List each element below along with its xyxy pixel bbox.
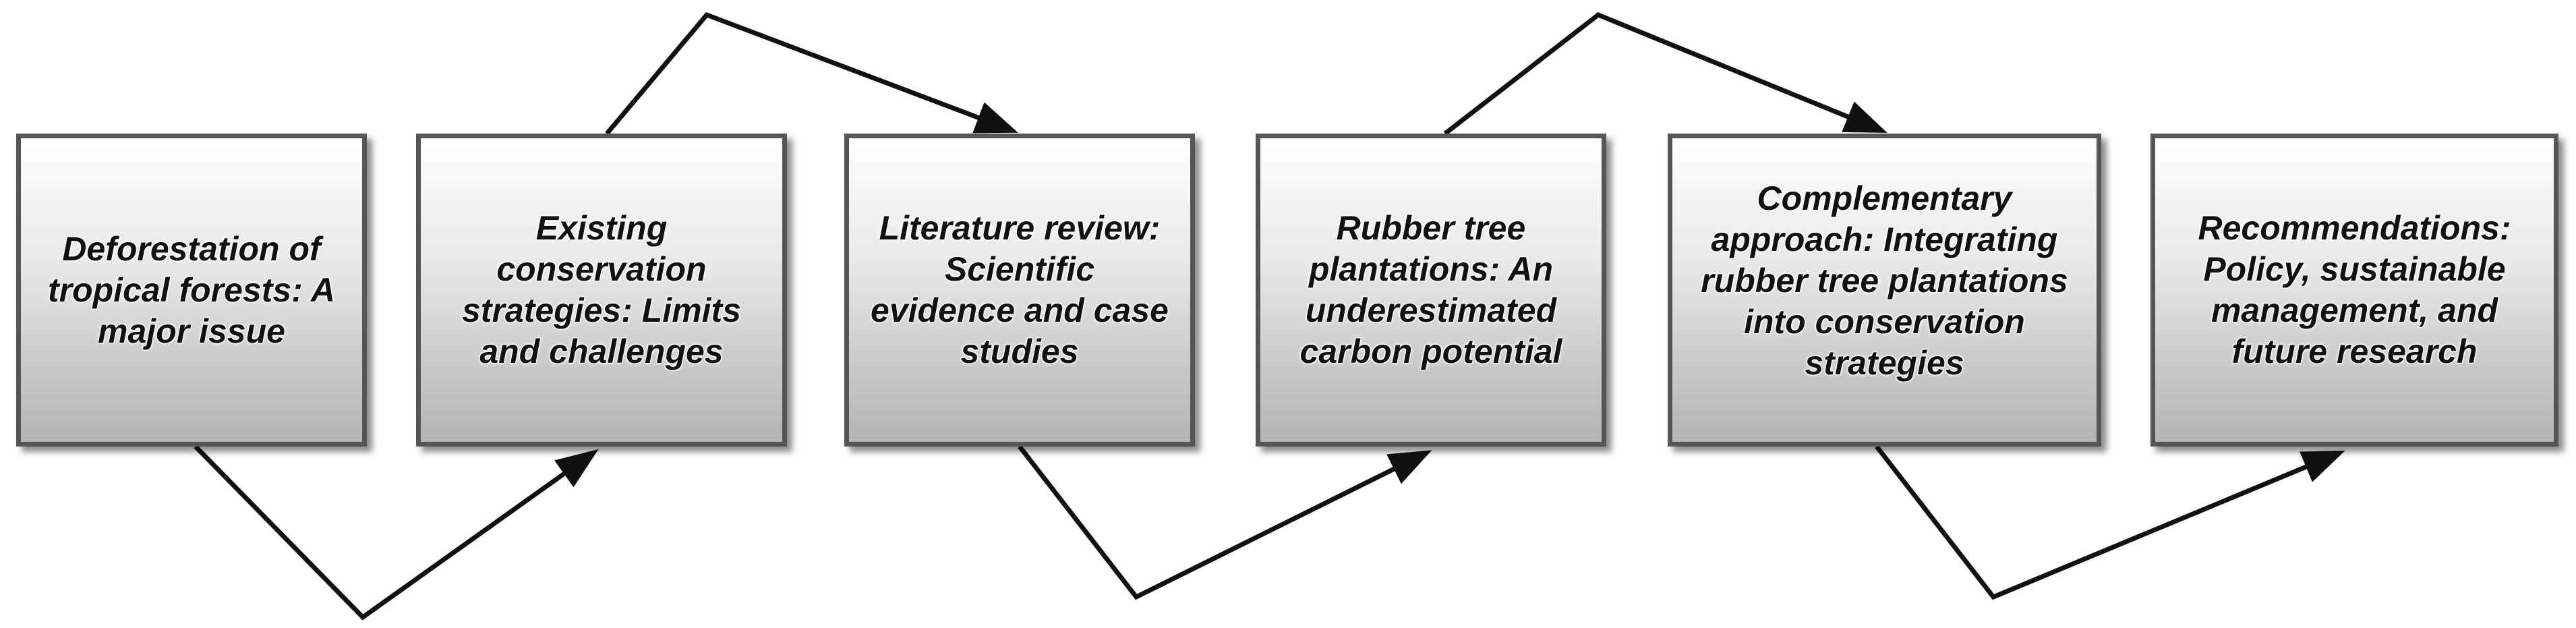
connector-arrow-5-to-6 <box>1875 445 2345 600</box>
connector-arrow-3-to-4 <box>1018 445 1432 600</box>
connector-arrow-4-to-5 <box>1443 11 1887 136</box>
step-label: Literature review: Scientific evidence a… <box>871 209 1169 370</box>
step-label: Deforestation of tropical forests: A maj… <box>47 229 335 350</box>
step-box-complementary-approach: Complementary approach: Integrating rubb… <box>1668 134 2101 447</box>
connector-arrow-2-to-3 <box>605 11 1018 136</box>
step-box-rubber-plantations: Rubber tree plantations: An underestimat… <box>1256 134 1606 447</box>
step-box-deforestation: Deforestation of tropical forests: A maj… <box>16 134 367 447</box>
step-label: Recommendations: Policy, sustainable man… <box>2198 209 2511 370</box>
step-label: Rubber tree plantations: An underestimat… <box>1299 209 1562 370</box>
step-box-recommendations: Recommendations: Policy, sustainable man… <box>2150 134 2558 447</box>
step-label: Existing conservation strategies: Limits… <box>461 209 741 370</box>
step-label: Complementary approach: Integrating rubb… <box>1701 179 2068 382</box>
connector-arrow-1-to-2 <box>194 445 599 621</box>
step-box-literature-review: Literature review: Scientific evidence a… <box>844 134 1195 447</box>
step-box-existing-strategies: Existing conservation strategies: Limits… <box>416 134 787 447</box>
